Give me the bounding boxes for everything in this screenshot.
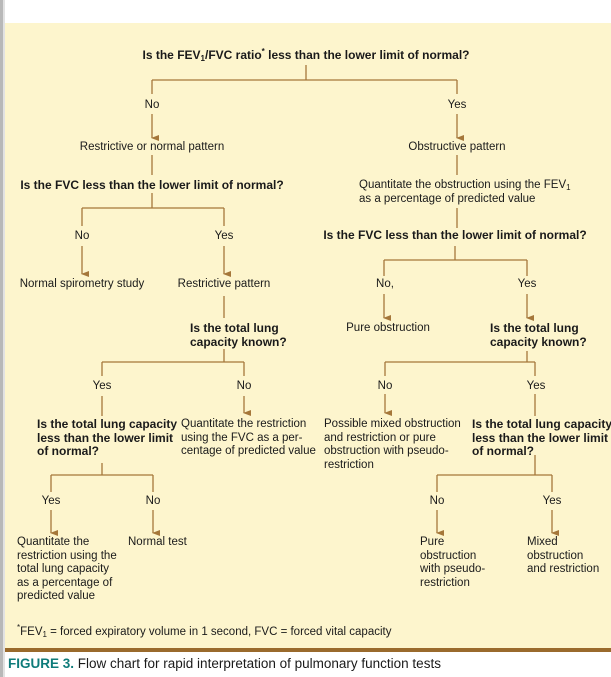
- right-tlc-known-line-2: capacity known?: [490, 334, 587, 349]
- quantitate-tlc-line-4: as a percentage of: [17, 576, 113, 589]
- left-fvc-no-label: No: [74, 230, 90, 242]
- figure-caption: FIGURE 3. Flow chart for rapid interpret…: [8, 656, 441, 671]
- quantitate-tlc-line-1: Quantitate the: [17, 536, 90, 548]
- left-tlc-less-line-2: less than the lower limit: [37, 430, 174, 445]
- quantitate-obstruction: Quantitate the obstruction using the FEV…: [359, 179, 571, 206]
- caption-divider: [5, 648, 611, 652]
- pure-obstruction-pseudo-result: Pure obstruction with pseudo- restrictio…: [420, 536, 485, 590]
- normal-test-result: Normal test: [128, 536, 187, 548]
- restrictive-or-normal-pattern: Restrictive or normal pattern: [79, 141, 225, 153]
- pure-pseudo-line-3: with pseudo-: [420, 563, 486, 575]
- left-fvc-yes-label: Yes: [214, 230, 234, 242]
- left-tlc-known-line-1: Is the total lung: [190, 321, 279, 335]
- possible-mixed-result: Possible mixed obstruction and restricti…: [324, 418, 461, 472]
- left-fvc-question: Is the FVC less than the lower limit of …: [20, 178, 284, 192]
- quantitate-fvc-line-3: centage of predicted value: [181, 445, 316, 457]
- mixed-line-1: Mixed: [527, 536, 558, 548]
- restrictive-pattern-result: Restrictive pattern: [177, 278, 271, 290]
- right-tlc-less-question: Is the total lung capacity less than the…: [472, 417, 611, 459]
- footnote-prefix: FEV: [20, 626, 43, 638]
- flowchart-panel: [5, 23, 611, 648]
- right-tlc-known-line-1: Is the total lung: [490, 321, 579, 335]
- right-tlc-less-no-label: No: [429, 495, 445, 507]
- possible-mixed-line-1: Possible mixed obstruction: [324, 418, 461, 430]
- quantitate-restriction-tlc: Quantitate the restriction using the tot…: [17, 536, 117, 604]
- figure-caption-text: Flow chart for rapid interpretation of p…: [74, 656, 441, 671]
- mixed-line-2: obstruction: [527, 549, 584, 562]
- root-question-rest: less than the lower limit of normal?: [264, 48, 470, 62]
- window-edge: [0, 0, 3, 677]
- quantitate-fvc-line-2: using the FVC as a per-: [181, 431, 303, 444]
- obstructive-pattern: Obstructive pattern: [408, 141, 506, 153]
- pure-pseudo-line-4: restriction: [420, 576, 470, 589]
- pure-obstruction-result: Pure obstruction: [346, 322, 430, 334]
- root-question-footnote-mark: *: [261, 47, 265, 56]
- quantitate-tlc-line-3: total lung capacity: [17, 563, 110, 575]
- mixed-result: Mixed obstruction and restriction: [527, 536, 599, 577]
- footnote-text: = forced expiratory volume in 1 second, …: [46, 626, 392, 638]
- quantitate-obstruction-prefix: Quantitate the obstruction using the FEV: [359, 179, 567, 191]
- right-tlc-less-line-2: less than the lower limit: [472, 430, 609, 445]
- root-question-sub: 1: [200, 54, 205, 63]
- left-tlc-known-question: Is the total lung capacity known?: [190, 321, 287, 349]
- possible-mixed-line-4: restriction: [324, 458, 374, 471]
- footnote-sub: 1: [42, 630, 47, 639]
- root-question: Is the FEV1/FVC ratio* less than the low…: [143, 45, 470, 63]
- right-fvc-question: Is the FVC less than the lower limit of …: [323, 228, 587, 242]
- left-tlc-known-no-label: No: [236, 380, 252, 392]
- normal-spirometry-result: Normal spirometry study: [19, 278, 145, 290]
- pure-pseudo-line-1: Pure: [420, 536, 445, 548]
- quantitate-tlc-line-5: predicted value: [17, 590, 95, 602]
- window-edge-inner: [3, 0, 5, 677]
- right-tlc-known-yes-label: Yes: [526, 380, 546, 392]
- right-tlc-known-no-label: No: [377, 380, 393, 392]
- left-tlc-known-line-2: capacity known?: [190, 334, 287, 349]
- possible-mixed-line-2: and restriction or pure: [324, 431, 436, 444]
- left-tlc-less-question: Is the total lung capacity less than the…: [37, 417, 178, 459]
- possible-mixed-line-3: obstruction with pseudo-: [324, 445, 449, 457]
- footnote: *FEV1 = forced expiratory volume in 1 se…: [17, 623, 392, 639]
- right-tlc-less-line-1: Is the total lung capacity: [472, 417, 611, 431]
- quantitate-tlc-line-2: restriction using the: [17, 549, 117, 562]
- mixed-line-3: and restriction: [527, 563, 600, 575]
- footnote-mark: *: [17, 623, 21, 633]
- left-tlc-less-yes-label: Yes: [41, 495, 61, 507]
- quantitate-fvc-line-1: Quantitate the restriction: [181, 418, 307, 430]
- left-tlc-less-no-label: No: [145, 495, 161, 507]
- right-tlc-less-line-3: of normal?: [472, 444, 534, 458]
- left-tlc-known-yes-label: Yes: [92, 380, 112, 392]
- root-question-suffix: /FVC ratio: [204, 48, 262, 62]
- figure-label: FIGURE 3.: [8, 656, 75, 671]
- right-tlc-less-yes-label: Yes: [542, 495, 562, 507]
- left-tlc-less-line-1: Is the total lung capacity: [37, 417, 178, 431]
- quantitate-restriction-fvc: Quantitate the restriction using the FVC…: [181, 418, 316, 459]
- right-fvc-no-label: No,: [376, 278, 394, 290]
- right-tlc-known-question: Is the total lung capacity known?: [490, 321, 587, 349]
- quantitate-obstruction-sub: 1: [566, 183, 571, 192]
- pure-pseudo-line-2: obstruction: [420, 549, 477, 562]
- root-question-prefix: Is the FEV: [142, 48, 201, 62]
- root-yes-label: Yes: [447, 99, 467, 111]
- right-fvc-yes-label: Yes: [517, 278, 537, 290]
- quantitate-obstruction-line-1: Quantitate the obstruction using the FEV…: [359, 179, 571, 193]
- quantitate-obstruction-line-2: as a percentage of predicted value: [359, 192, 536, 205]
- left-tlc-less-line-3: of normal?: [37, 444, 99, 458]
- root-no-label: No: [144, 99, 160, 111]
